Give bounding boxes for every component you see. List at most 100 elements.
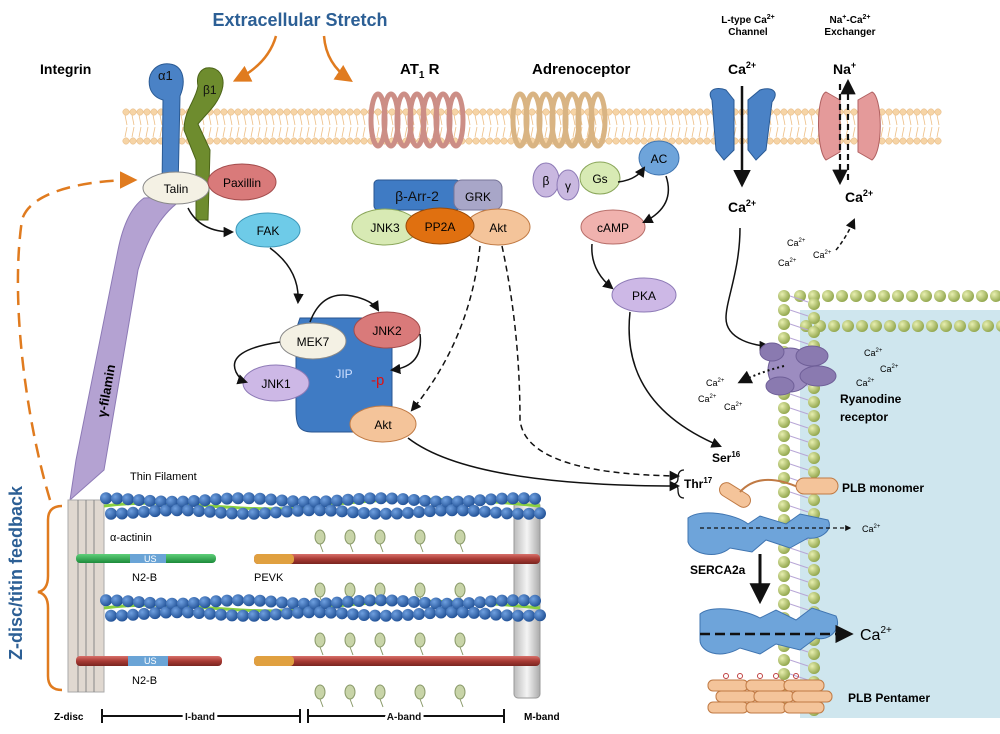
ac-label: AC <box>651 152 668 166</box>
svg-text:Ca2+: Ca2+ <box>813 250 832 260</box>
ltype-channel-label: L-type Ca2+Channel <box>721 14 775 38</box>
arrow-ac-camp <box>642 175 670 223</box>
arrow-ca-to-ncx <box>835 218 856 251</box>
plb-monomer <box>719 477 839 508</box>
arrow-gs-ac <box>617 166 646 183</box>
svg-text:Ca2+: Ca2+ <box>787 238 806 248</box>
ac <box>638 140 680 176</box>
mek7-label: MEK7 <box>297 335 330 349</box>
ncx-label: Na+-Ca2+Exchanger <box>824 14 875 38</box>
diagram-title: Extracellular Stretch <box>212 10 387 30</box>
pevk-top <box>254 554 294 564</box>
titin-us-top <box>130 554 166 563</box>
svg-text:Ca2+: Ca2+ <box>856 378 875 388</box>
paxillin <box>207 163 277 201</box>
pevk-label: PEVK <box>254 572 284 584</box>
alpha1-label: α1 <box>158 68 173 83</box>
stretch-arrow-left <box>232 35 278 82</box>
ca-intracellular-ltype: Ca2+ <box>728 198 756 215</box>
serca2a-bottom <box>699 607 838 655</box>
serca-label: SERCA2a <box>690 563 746 577</box>
svg-text:Ca2+: Ca2+ <box>778 258 797 268</box>
ltype-channel <box>709 87 776 161</box>
plb-pentamer <box>707 673 833 714</box>
pka <box>611 277 677 313</box>
adrenoceptor-coil <box>510 91 608 149</box>
jnk3-label: JNK3 <box>370 221 400 235</box>
at1r-label: AT1 R <box>400 61 440 81</box>
g-gamma <box>556 169 580 201</box>
adrenoceptor-label: Adrenoceptor <box>532 61 631 78</box>
a-band-label: A-band <box>387 712 421 723</box>
integrin-beta1 <box>183 67 224 221</box>
feedback-arrow <box>16 171 138 501</box>
arrow-fak-jip <box>269 247 304 305</box>
small-ca-ions-top: Ca2+ Ca2+ Ca2+ <box>778 238 832 268</box>
thr17-label: Thr17 <box>684 476 713 491</box>
actinin-label: α-actinin <box>110 532 152 544</box>
side-feedback-label: Z-disc/titin feedback <box>6 485 26 660</box>
small-ca-ions-sr: Ca2+Ca2+Ca2+Ca2+Ca2+Ca2+Ca2+ <box>698 348 899 534</box>
akt-at1r-label: Akt <box>489 221 507 235</box>
us-top-label: US <box>144 554 157 564</box>
n2b-top-label: N2-B <box>132 572 157 584</box>
sr-lumen <box>800 310 1000 718</box>
akt-jip-label: Akt <box>374 418 392 432</box>
ser16-label: Ser16 <box>712 450 741 465</box>
svg-text:Ca2+: Ca2+ <box>880 364 899 374</box>
ca-extracellular-ltype: Ca2+ <box>728 60 756 77</box>
arrow-jnk2-loop <box>389 333 422 375</box>
i-band-label: I-band <box>185 712 215 723</box>
plb-monomer-label: PLB monomer <box>842 481 924 495</box>
at1r-receptor <box>368 91 466 149</box>
beta1-label: β1 <box>203 83 217 97</box>
titin-red-top <box>254 554 540 564</box>
arrow-mek7-jnk2 <box>309 294 380 323</box>
paxillin-label: Paxillin <box>223 176 261 190</box>
us-bottom-label: US <box>144 656 157 666</box>
fak <box>235 212 301 248</box>
m-band-label: M-band <box>524 712 560 723</box>
thin-filament-label: Thin Filament <box>130 471 197 483</box>
talin <box>142 171 210 205</box>
integrin-label: Integrin <box>40 61 91 77</box>
n2b-bottom-label: N2-B <box>132 675 157 687</box>
pevk-bottom <box>254 656 294 666</box>
pp2a <box>405 207 475 245</box>
arrow-akt-at1r-to-jip <box>410 245 481 412</box>
bracket <box>671 469 685 499</box>
ca-intracellular-ncx: Ca2+ <box>845 188 873 205</box>
svg-text:Ca2+: Ca2+ <box>706 378 725 388</box>
arrow-ca-to-ryr <box>725 227 771 352</box>
serca2a-top <box>687 512 830 556</box>
arrow-pka-ser16 <box>628 311 722 448</box>
beta-arrestin2-label: β-Arr-2 <box>395 188 439 204</box>
mek7 <box>279 322 347 360</box>
grk <box>453 179 503 211</box>
feedback-bracket <box>37 504 63 692</box>
titin-us-bottom <box>128 656 168 666</box>
camp <box>580 209 646 245</box>
akt-jip <box>349 405 417 443</box>
jnk2-label: JNK2 <box>372 324 402 338</box>
ncx-exchanger <box>818 91 881 161</box>
arrow-mek7-jnk1 <box>233 341 281 385</box>
g-gamma-label: γ <box>565 179 571 193</box>
gs-label: Gs <box>592 172 607 186</box>
gamma-filamin <box>69 195 189 502</box>
arrow-akt-at1r-to-plb <box>501 245 681 482</box>
svg-text:Ca2+: Ca2+ <box>724 402 743 412</box>
integrin-alpha1 <box>148 63 184 191</box>
z-disc-label: Z-disc <box>54 712 84 723</box>
arrow-akt-jip-to-plb <box>407 437 681 492</box>
na-extracellular: Na+ <box>833 60 856 77</box>
svg-text:Ca2+: Ca2+ <box>864 348 883 358</box>
jip-label: JIP <box>335 367 352 381</box>
grk-label: GRK <box>465 190 491 204</box>
svg-text:Ca2+: Ca2+ <box>698 394 717 404</box>
gs <box>579 161 621 195</box>
titin-red-bottom-right <box>254 656 540 666</box>
arrow-talin-fak <box>187 207 235 238</box>
